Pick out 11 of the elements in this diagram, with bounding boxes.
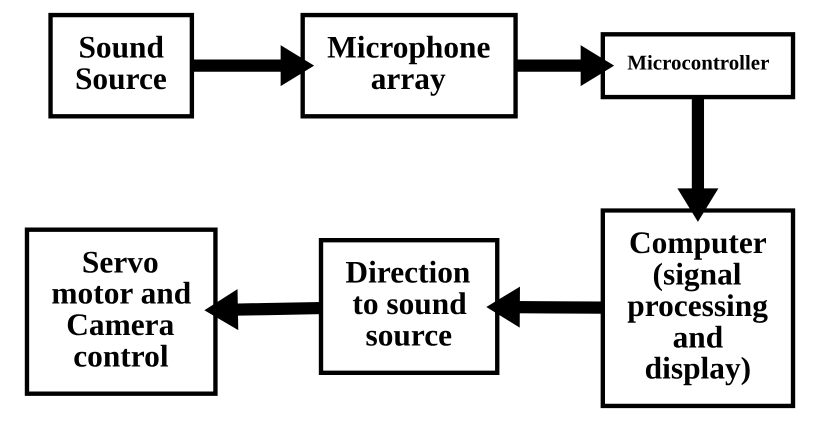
arrow (486, 286, 603, 328)
node-box: Computer (signal processing and display) (600, 208, 796, 408)
arrow (192, 45, 314, 86)
node-box: Microcontroller (600, 32, 796, 100)
arrow (516, 45, 614, 86)
arrow (677, 97, 718, 222)
arrow (204, 289, 321, 330)
node-box: Microphone array (300, 12, 518, 118)
node-box: Direction to sound source (318, 238, 500, 375)
node-box: Sound Source (48, 12, 194, 118)
node-box: Servo motor and Camera control (24, 228, 218, 396)
